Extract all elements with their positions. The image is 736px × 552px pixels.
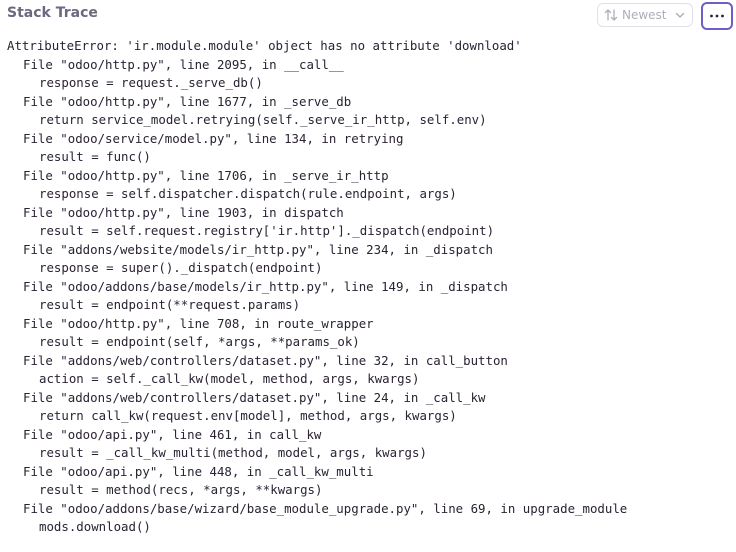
- frame-code: return service_model.retrying(self._serv…: [39, 112, 487, 127]
- more-options-button[interactable]: [701, 2, 733, 30]
- frame-file: File "odoo/http.py", line 1706, in _serv…: [23, 167, 389, 183]
- frame-file: File "addons/web/controllers/dataset.py"…: [23, 352, 508, 368]
- stack-trace-header: Stack Trace Newest: [0, 0, 736, 34]
- frame-code: result = endpoint(**request.params): [39, 297, 301, 312]
- frame-file: File "odoo/service/model.py", line 134, …: [23, 130, 404, 146]
- frame-code: result = self.request.registry['ir.http'…: [39, 223, 495, 238]
- frame-code: result = endpoint(self, *args, **params_…: [39, 334, 360, 349]
- frame-code: result = _call_kw_multi(method, model, a…: [39, 445, 427, 460]
- frame-file: File "odoo/api.py", line 461, in call_kw: [23, 426, 322, 442]
- frame-file: File "addons/website/models/ir_http.py",…: [23, 241, 493, 257]
- frame-code: return call_kw(request.env[model], metho…: [39, 408, 457, 423]
- error-message: AttributeError: 'ir.module.module' objec…: [7, 38, 522, 53]
- frame-code: result = func(): [39, 149, 151, 164]
- frame-code: response = self.dispatcher.dispatch(rule…: [39, 186, 457, 201]
- section-title: Stack Trace: [7, 5, 98, 21]
- frame-file: File "odoo/addons/base/wizard/base_modul…: [23, 500, 628, 516]
- ellipsis-icon: [710, 14, 724, 18]
- sort-order-dropdown[interactable]: Newest: [597, 3, 693, 27]
- frame-file: File "odoo/http.py", line 2095, in __cal…: [23, 56, 344, 72]
- frame-file: File "odoo/api.py", line 448, in _call_k…: [23, 463, 374, 479]
- frame-code: action = self._call_kw(model, method, ar…: [39, 371, 420, 386]
- frame-code: response = request._serve_db(): [39, 75, 263, 90]
- stack-trace-text: AttributeError: 'ir.module.module' objec…: [7, 37, 627, 537]
- sort-arrows-icon: [604, 9, 618, 21]
- frame-file: File "odoo/http.py", line 1903, in dispa…: [23, 204, 344, 220]
- chevron-down-icon: [675, 12, 685, 18]
- sort-order-label: Newest: [622, 8, 667, 22]
- frame-file: File "addons/web/controllers/dataset.py"…: [23, 389, 486, 405]
- frame-file: File "odoo/http.py", line 1677, in _serv…: [23, 93, 352, 109]
- frame-code: response = super()._dispatch(endpoint): [39, 260, 323, 275]
- frame-code: mods.download(): [39, 519, 151, 534]
- frame-file: File "odoo/http.py", line 708, in route_…: [23, 315, 374, 331]
- frame-code: result = method(recs, *args, **kwargs): [39, 482, 323, 497]
- frame-file: File "odoo/addons/base/models/ir_http.py…: [23, 278, 508, 294]
